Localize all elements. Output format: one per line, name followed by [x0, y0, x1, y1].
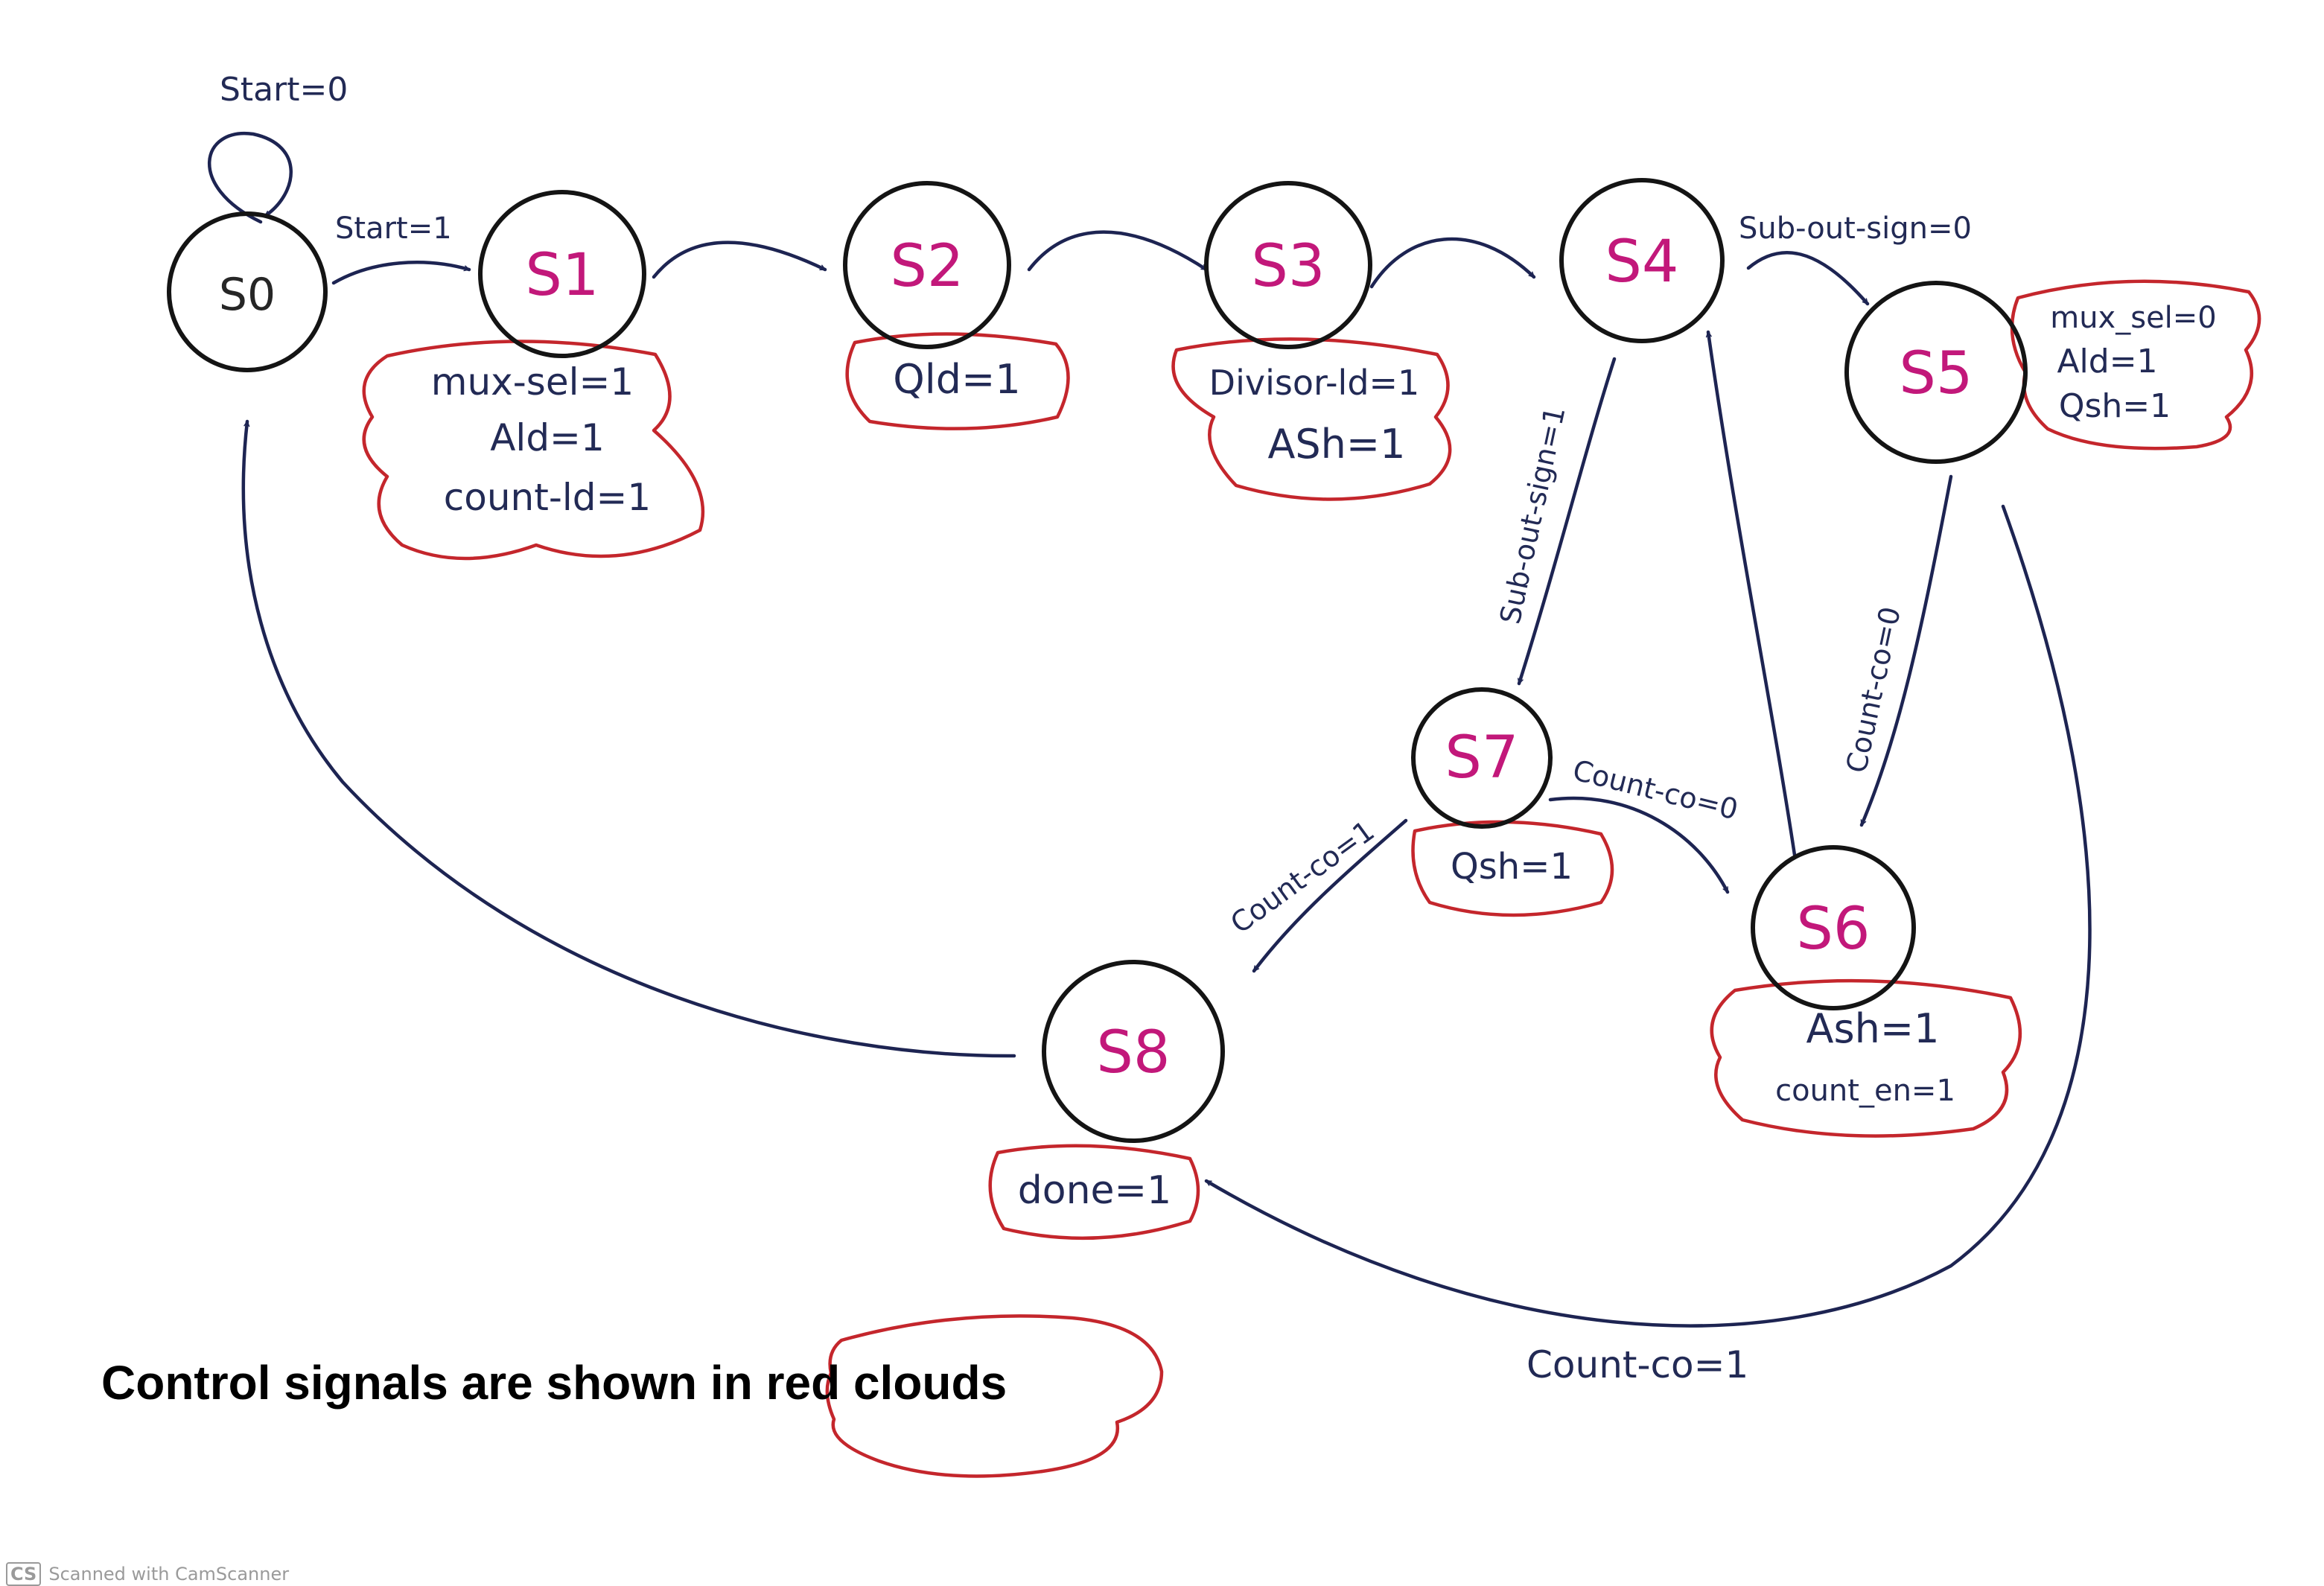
signal-s5-qsh: Qsh=1: [2059, 387, 2171, 425]
signal-s1-mux-sel: mux-sel=1: [431, 360, 634, 404]
state-s0-label: S0: [219, 269, 276, 321]
state-s7-label: S7: [1445, 724, 1518, 792]
edge-s5-s8: [1204, 504, 2092, 1328]
edge-s4-s7: [1517, 357, 1617, 686]
state-s4: S4: [1559, 178, 1725, 343]
edge-s1-s2: [652, 241, 827, 279]
state-s5: S5: [1844, 281, 2028, 464]
cloud-s8: [988, 1144, 1200, 1241]
camscanner-watermark: CS Scanned with CamScanner: [6, 1562, 290, 1586]
edge-s6-s4: [1708, 330, 1797, 857]
transition-label-s4-s5: Sub-out-sign=0: [1739, 211, 1972, 246]
edge-s0-s1: [331, 261, 471, 285]
signal-s6-count-en: count_en=1: [1775, 1074, 1955, 1108]
edge-s2-s3: [1027, 230, 1209, 272]
cloud-s2: [845, 332, 1070, 430]
state-s1-circle: [478, 190, 646, 358]
signal-s3-divisor-ld: Divisor-ld=1: [1209, 363, 1420, 403]
watermark-text: Scanned with CamScanner: [48, 1564, 290, 1585]
state-s5-label: S5: [1899, 340, 1973, 407]
legend-cloud: [825, 1314, 1164, 1478]
signal-s3-ash: ASh=1: [1267, 421, 1405, 468]
state-s6: S6: [1751, 845, 1916, 1010]
state-s4-circle: [1559, 178, 1725, 343]
signal-s1-ald: Ald=1: [490, 416, 605, 459]
state-s1-label: S1: [525, 242, 599, 309]
state-s7: S7: [1411, 687, 1553, 829]
transition-label-start0: Start=0: [220, 71, 348, 109]
signal-s8-done: done=1: [1018, 1168, 1171, 1213]
state-s5-circle: [1844, 281, 2028, 464]
signal-s5-ald: Ald=1: [2057, 343, 2157, 380]
transition-label-s5-s8: Count-co=1: [1526, 1343, 1748, 1386]
signal-s1-count-ld: count-ld=1: [444, 476, 651, 519]
signal-s5-mux-sel: mux_sel=0: [2050, 301, 2217, 335]
transition-label-s5-s6: Count-co=0: [1840, 604, 1907, 776]
state-s6-circle: [1751, 845, 1916, 1010]
signal-s6-ash: Ash=1: [1806, 1005, 1940, 1052]
edge-s7-s8: [1252, 818, 1408, 973]
edge-s5-s6: [1859, 474, 1953, 827]
state-s0-circle: [167, 211, 328, 372]
cloud-s1: [362, 340, 705, 561]
transition-label-s4-s7: Sub-out-sign=1: [1494, 404, 1572, 627]
state-s8-circle: [1042, 960, 1225, 1143]
edge-s0-self: [208, 131, 293, 224]
transition-label-s7-s6: Count-co=0: [1570, 754, 1742, 827]
cloud-s6: [1710, 978, 2022, 1138]
state-s6-label: S6: [1796, 896, 1870, 963]
cloud-s7: [1411, 820, 1614, 917]
state-s3-label: S3: [1251, 233, 1325, 300]
state-s2-label: S2: [890, 233, 964, 300]
state-s1: S1: [478, 190, 646, 358]
state-s8: S8: [1042, 960, 1225, 1143]
edge-s3-s4: [1369, 237, 1536, 289]
state-s3-circle: [1204, 181, 1372, 349]
signal-s7-qsh: Qsh=1: [1451, 846, 1573, 888]
camscanner-logo: CS: [6, 1562, 42, 1586]
transition-label-start1: Start=1: [335, 211, 452, 246]
edge-s7-s6: [1548, 796, 1730, 894]
edge-s4-s5: [1746, 251, 1870, 306]
state-s0: S0: [167, 211, 328, 372]
state-s2-circle: [843, 181, 1011, 349]
state-s2: S2: [843, 181, 1011, 349]
state-s4-label: S4: [1605, 229, 1678, 296]
state-s8-label: S8: [1096, 1019, 1170, 1086]
signal-s2-qld: Qld=1: [893, 356, 1020, 403]
cloud-s3: [1171, 337, 1452, 501]
state-s7-circle: [1411, 687, 1553, 829]
transition-label-s7-s8: Count-co=1: [1224, 814, 1380, 940]
legend-text: Control signals are shown in red clouds: [101, 1356, 1007, 1410]
edge-s8-s0: [241, 419, 1016, 1058]
state-s3: S3: [1204, 181, 1372, 349]
